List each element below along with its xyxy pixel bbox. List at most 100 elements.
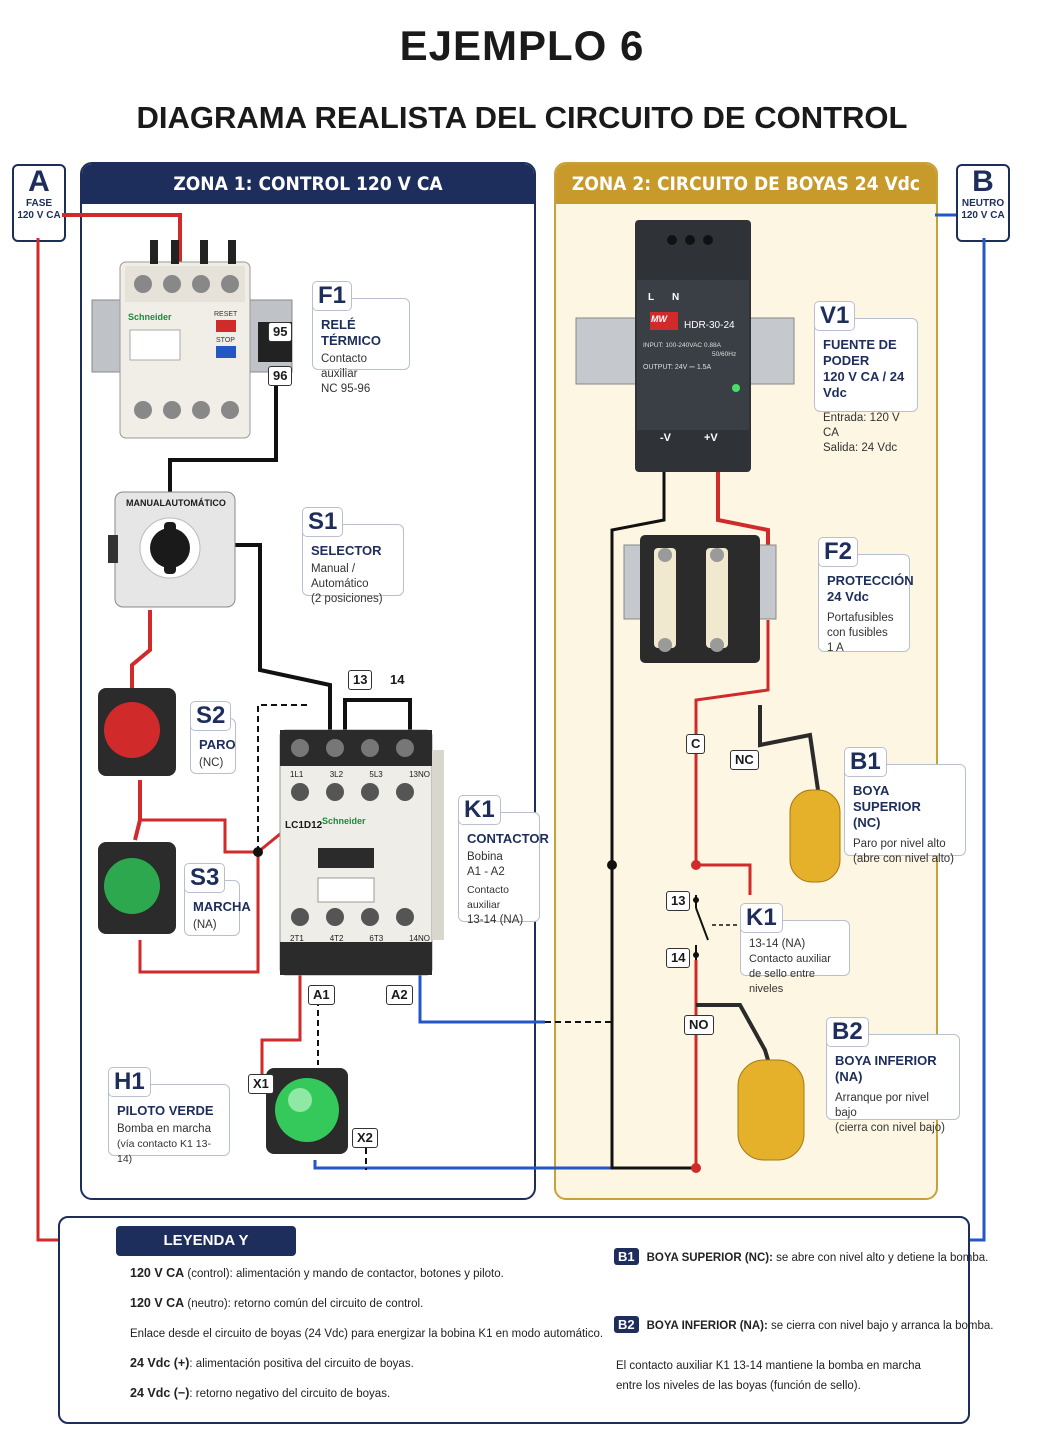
zone-2-title: ZONA 2: CIRCUITO DE BOYAS 24 Vdc (556, 164, 936, 204)
f1-reset-label: RESET (214, 311, 238, 318)
k1-line2: A1 - A2 (467, 866, 505, 878)
s3-callout: S3 MARCHA (NA) (184, 863, 251, 936)
s2-title: PARO (199, 737, 236, 752)
v1-terminal-l: L (648, 292, 655, 303)
f1-callout: F1 RELÉ TÉRMICO Contacto auxiliar NC 95-… (312, 281, 410, 395)
k1-terminal-label: 3L2 (329, 770, 344, 779)
legend-b2-bold: BOYA INFERIOR (NA): (646, 1320, 768, 1332)
wire-24v-neg (610, 470, 696, 1170)
phase-tag-line2: 120 V CA (17, 210, 61, 221)
page-title: EJEMPLO 6 (399, 22, 645, 69)
h1-title: PILOTO VERDE (117, 1103, 214, 1118)
h1-id: H1 (108, 1067, 151, 1097)
legend-row-bold: 24 Vdc (−) (130, 1386, 190, 1400)
b1-id: B1 (844, 747, 887, 777)
s1-id: S1 (302, 507, 344, 537)
k1-terminal-label: 13NO (409, 770, 430, 779)
s2-line1: (NC) (199, 757, 224, 769)
b1-line2: (abre con nivel alto) (853, 853, 954, 865)
v1-title: FUENTE DE PODER (823, 337, 897, 368)
zone-1-title: ZONA 1: CONTROL 120 V CA (82, 164, 534, 204)
wire-s2-to-k1 (140, 818, 286, 854)
f2-callout: F2 PROTECCIÓN 24 Vdc Portafusibles con f… (818, 537, 914, 654)
f1-title: RELÉ TÉRMICO (321, 317, 381, 348)
v1-power-supply (575, 220, 795, 472)
legend-row-bold: 24 Vdc (+) (130, 1356, 190, 1370)
b1-float-switch (789, 789, 841, 883)
legend-row: Enlace desde el circuito de boyas (24 Vd… (130, 1326, 603, 1342)
junction-dot (607, 860, 617, 870)
f1-line1: Contacto auxiliar (321, 353, 368, 380)
b2-line2: (cierra con nivel bajo) (835, 1122, 945, 1134)
b2-callout: B2 BOYA INFERIOR (NA) Arranque por nivel… (826, 1017, 960, 1134)
wire-b2-cable (696, 1003, 770, 1061)
v1-hz: 50/60Hz (712, 351, 737, 358)
f1-terminal-96: 96 (268, 366, 293, 386)
b1-line0: (NC) (853, 815, 881, 830)
legend-row-text: : alimentación positiva del circuito de … (189, 1358, 414, 1370)
legend-row-text: (neutro): retorno común del circuito de … (184, 1298, 424, 1310)
wire-b1-cable (758, 705, 820, 791)
wire-f1-to-s1 (168, 345, 278, 492)
s1-callout: S1 SELECTOR Manual / Automático (2 posic… (302, 507, 404, 605)
wire-s3-to-k1 (138, 852, 260, 974)
phase-tag-a: A FASE 120 V CA (12, 164, 66, 242)
s2-id: S2 (190, 701, 232, 731)
legend-row-bold: 120 V CA (130, 1296, 185, 1310)
b2-line1: Arranque por nivel bajo (835, 1092, 929, 1119)
h1-line1: Bomba en marcha (117, 1123, 211, 1135)
s1-selector-switch (108, 491, 236, 608)
v1-logo: MW (651, 314, 667, 324)
s2-stop-button (98, 688, 176, 776)
wire-k1-a2-neutral (418, 975, 545, 1024)
f2-title: PROTECCIÓN (827, 573, 914, 588)
label-nc: NC (730, 750, 759, 770)
b1-title: BOYA SUPERIOR (853, 783, 921, 814)
k1-aux-contact-symbol (693, 895, 740, 960)
h1-pilot-light (266, 1068, 348, 1154)
b1-line1: Paro por nivel alto (853, 838, 946, 850)
f1-terminal-95: 95 (268, 322, 293, 342)
k1aux-terminal-14: 14 (666, 948, 691, 968)
k1-terminal-label: 14NO (409, 934, 430, 943)
f2-fuse-holder (623, 535, 777, 663)
neutral-tag-b: B NEUTRO 120 V CA (956, 164, 1010, 242)
wire-h1-neutral (313, 1160, 696, 1170)
v1-line0: 120 V CA / 24 Vdc (823, 369, 905, 400)
wire-link-zone2 (545, 865, 613, 1023)
k1aux-terminal-13: 13 (666, 891, 691, 911)
legend-row-text: Enlace desde el circuito de boyas (24 Vd… (130, 1328, 604, 1340)
wire-s2-to-s3 (133, 780, 142, 841)
k1-id: K1 (458, 795, 501, 825)
wire-auto-link (257, 704, 310, 852)
f2-line2: con fusibles (827, 627, 888, 639)
wire-s1-to-s2 (130, 610, 152, 690)
b2-title: BOYA INFERIOR (835, 1053, 937, 1068)
b2-line0: (NA) (835, 1069, 863, 1084)
v1-line1: Entrada: 120 V CA (823, 412, 900, 439)
h1-callout: H1 PILOTO VERDE Bomba en marcha (vía con… (108, 1067, 230, 1165)
k1-line3: Contacto auxiliar (467, 884, 510, 911)
k1aux-callout: K1 13-14 (NA) Contacto auxiliar de sello… (740, 903, 850, 995)
wire-f2-out (694, 620, 770, 865)
b1-callout: B1 BOYA SUPERIOR (NC) Paro por nivel alt… (844, 747, 966, 865)
wire-k1-13-14 (343, 698, 412, 730)
f2-id: F2 (818, 537, 859, 567)
wire-phase-a-feed (62, 213, 182, 262)
v1-callout: V1 FUENTE DE PODER 120 V CA / 24 Vdc Ent… (814, 301, 918, 454)
neutral-tag-line2: 120 V CA (961, 210, 1005, 221)
f1-id: F1 (312, 281, 353, 311)
f1-thermal-relay (91, 240, 293, 439)
k1-callout: K1 CONTACTOR Bobina A1 - A2 Contacto aux… (458, 795, 549, 926)
v1-input: INPUT: 100-240VAC 0.88A (643, 342, 721, 349)
page-subtitle: DIAGRAMA REALISTA DEL CIRCUITO DE CONTRO… (136, 100, 908, 135)
k1-line1: Bobina (467, 851, 503, 863)
k1-terminal-label: 5L3 (369, 770, 383, 779)
b2-id: B2 (826, 1017, 869, 1047)
v1-terminal-pos: +V (704, 432, 718, 444)
v1-terminal-neg: -V (660, 432, 671, 444)
wire-neutral-b (966, 238, 986, 1242)
k1aux-line2: de sello entre niveles (749, 968, 816, 995)
k1-model: LC1D12 (285, 820, 323, 831)
